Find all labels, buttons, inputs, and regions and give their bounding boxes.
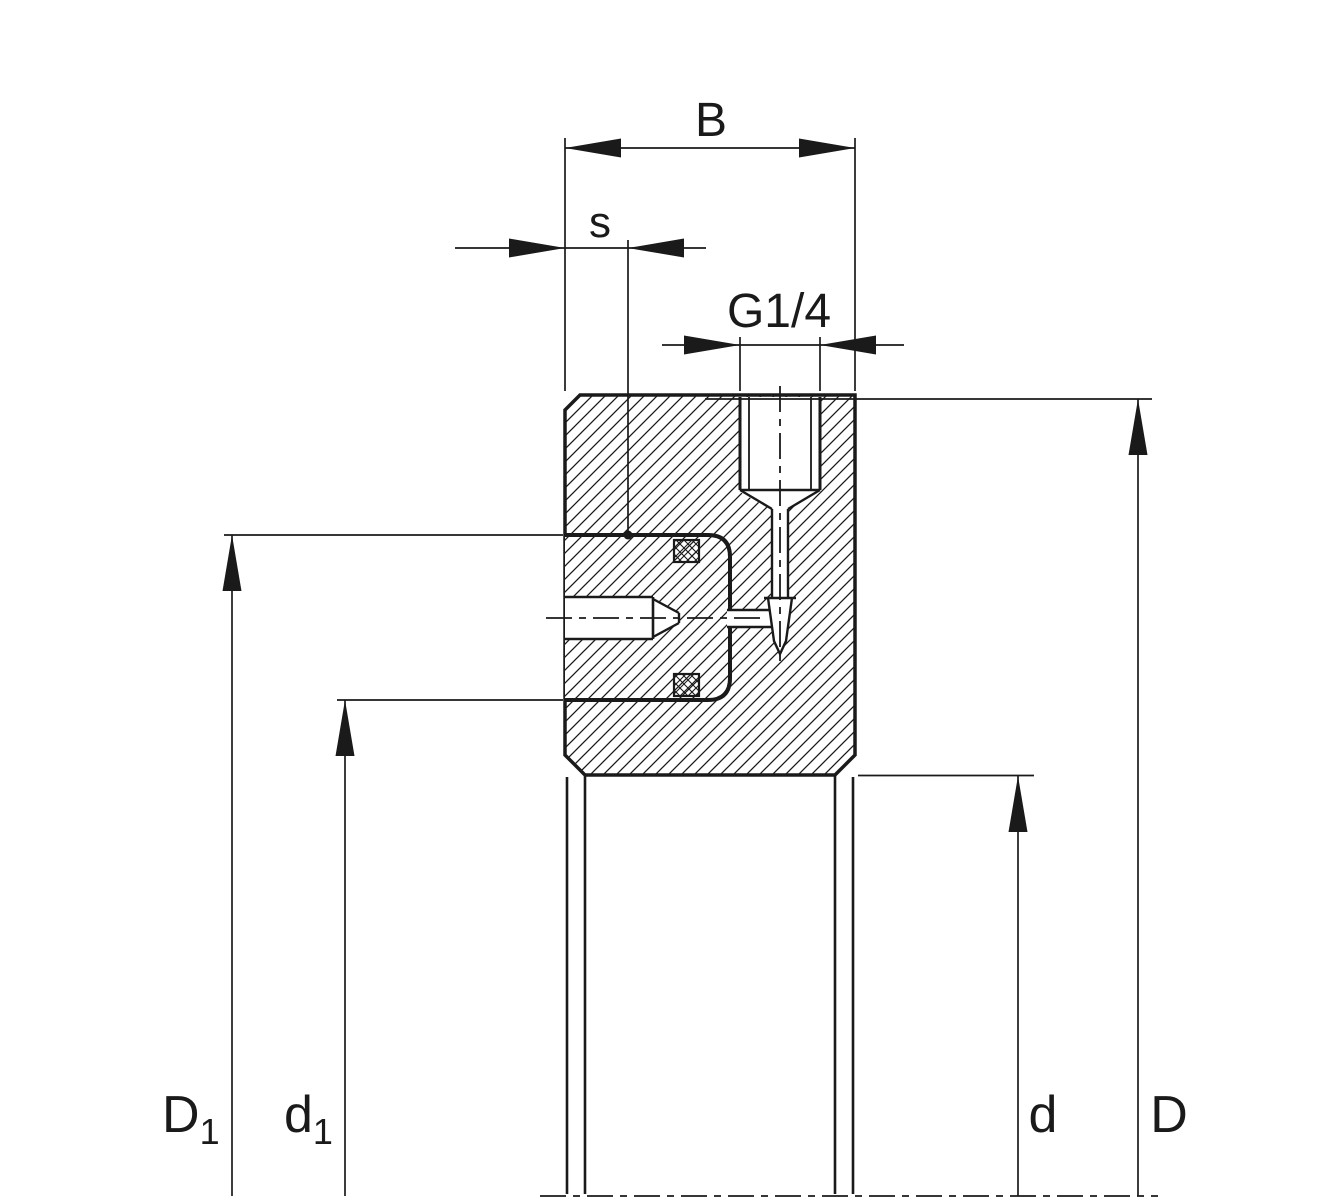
- pilot-bore-fill: [772, 508, 788, 600]
- dim-thread-arrow-left: [684, 335, 740, 355]
- dim-d1-label-base: d: [284, 1086, 313, 1144]
- thread-major-lines: [738, 397, 822, 490]
- dim-s-arrow-right: [628, 238, 684, 258]
- dim-d-arrow: [1008, 776, 1028, 832]
- o-ring-bottom: [672, 672, 701, 698]
- dim-thread-label: G1/4: [727, 285, 831, 338]
- dim-B-label: B: [695, 94, 727, 147]
- dim-B-arrow-left: [565, 138, 621, 158]
- dim-D-arrow: [1128, 399, 1148, 455]
- dim-D: D: [705, 398, 1188, 1196]
- dim-thread-arrow-right: [820, 335, 876, 355]
- pilot-bore-lines: [770, 509, 790, 598]
- drill-cone-lines: [739, 488, 821, 511]
- dim-B: B: [564, 94, 856, 391]
- dim-d1: d1: [284, 699, 563, 1196]
- dim-D1-label-base: D: [162, 1086, 200, 1144]
- dim-s-reference-dot: [623, 530, 633, 540]
- dim-D1-label: D1: [162, 1086, 220, 1152]
- dim-thread-extension-lines: [739, 337, 821, 391]
- dim-thread: G1/4: [662, 285, 904, 391]
- dim-D1-label-sub: 1: [200, 1111, 220, 1152]
- screw-bore-lines: [565, 595, 653, 641]
- bore-side-lines: [565, 776, 855, 1194]
- dim-s-arrow-left: [509, 238, 565, 258]
- dim-d1-label-sub: 1: [313, 1111, 333, 1152]
- dim-s-label: s: [589, 198, 611, 247]
- dim-B-extension-lines: [564, 138, 856, 391]
- slot-lines: [727, 608, 773, 629]
- dim-d1-label: d1: [284, 1086, 333, 1152]
- dim-D1-arrow: [222, 535, 242, 591]
- dim-d-label: d: [1029, 1086, 1058, 1144]
- o-ring-top: [672, 538, 701, 564]
- thread-minor-lines: [748, 397, 812, 491]
- dim-d1-arrow: [335, 700, 355, 756]
- dim-D1: D1: [162, 534, 563, 1196]
- dim-d: d: [858, 774, 1058, 1196]
- dim-D-label: D: [1150, 1086, 1188, 1144]
- dim-s: s: [455, 198, 706, 540]
- dim-B-arrow-right: [799, 138, 855, 158]
